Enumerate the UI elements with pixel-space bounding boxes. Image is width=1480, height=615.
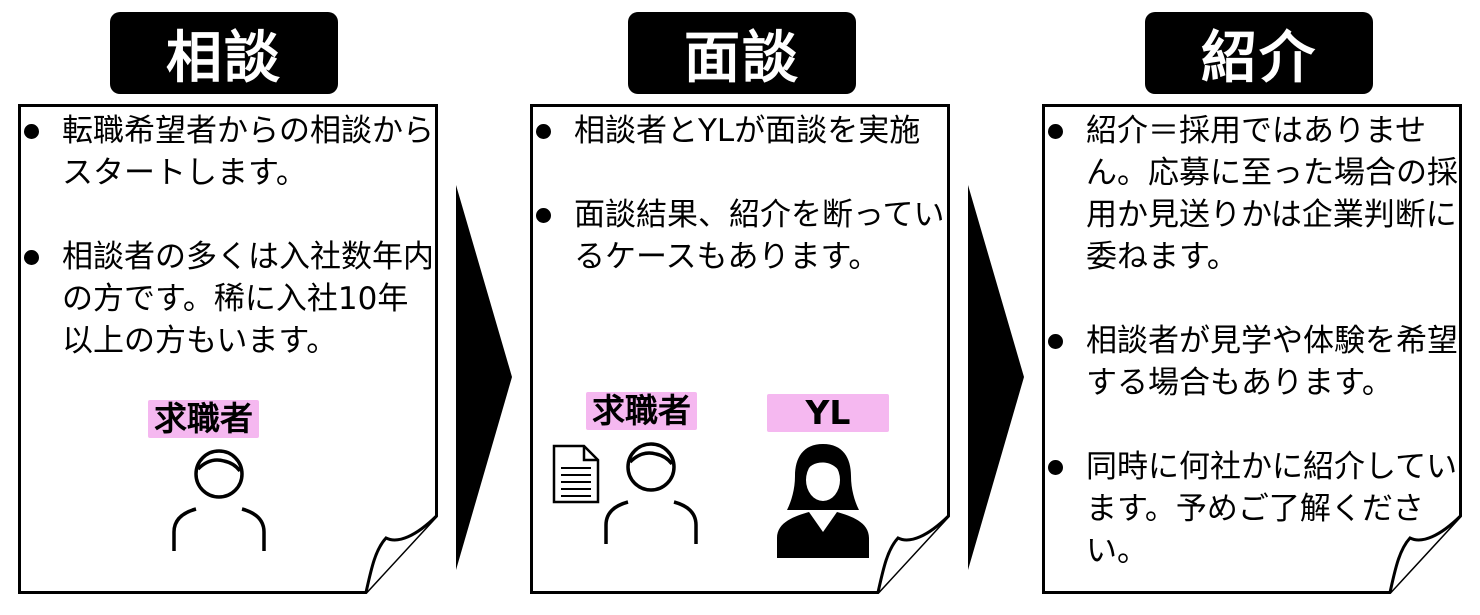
- bullet-list: 相談者とYLが面談を実施 面談結果、紹介を断っているケースもあります。: [530, 110, 950, 320]
- bullet-item: 同時に何社かに紹介しています。予めご了解ください。: [1042, 446, 1462, 572]
- bullet-item: 面談結果、紹介を断っているケースもあります。: [530, 194, 950, 278]
- step-card-interview: 相談者とYLが面談を実施 面談結果、紹介を断っているケースもあります。 求職者 …: [530, 104, 950, 594]
- step-title-interview: 面談: [628, 12, 856, 94]
- yl-label: YL: [767, 394, 889, 432]
- step-card-introduction: 紹介＝採用ではありません。応募に至った場合の採用か見送りかは企業判断に委ねます。…: [1042, 104, 1462, 594]
- document-icon: [552, 444, 600, 504]
- job-seeker-label: 求職者: [586, 392, 697, 430]
- chevron-right-icon: [968, 185, 1024, 570]
- bullet-item: 相談者が見学や体験を希望する場合もあります。: [1042, 320, 1462, 404]
- bullet-list: 紹介＝採用ではありません。応募に至った場合の採用か見送りかは企業判断に委ねます。…: [1042, 110, 1462, 614]
- person-outline-icon: [172, 449, 266, 551]
- person-outline-icon: [604, 442, 698, 544]
- page-curl-icon: [18, 104, 438, 594]
- bullet-item: 相談者とYLが面談を実施: [530, 110, 950, 152]
- step-title-introduction: 紹介: [1145, 12, 1373, 94]
- bullet-item: 相談者の多くは入社数年内の方です。稀に入社10年以上の方もいます。: [18, 236, 438, 362]
- bullet-item: 転職希望者からの相談からスタートします。: [18, 110, 438, 194]
- step-title-consultation: 相談: [110, 12, 338, 94]
- businesswoman-icon: [777, 444, 869, 558]
- page-curl-icon: [1042, 104, 1462, 594]
- job-seeker-label: 求職者: [148, 400, 259, 438]
- bullet-item: 紹介＝採用ではありません。応募に至った場合の採用か見送りかは企業判断に委ねます。: [1042, 110, 1462, 278]
- bullet-list: 転職希望者からの相談からスタートします。 相談者の多くは入社数年内の方です。稀に…: [18, 110, 438, 404]
- chevron-right-icon: [456, 185, 512, 570]
- step-card-consultation: 転職希望者からの相談からスタートします。 相談者の多くは入社数年内の方です。稀に…: [18, 104, 438, 594]
